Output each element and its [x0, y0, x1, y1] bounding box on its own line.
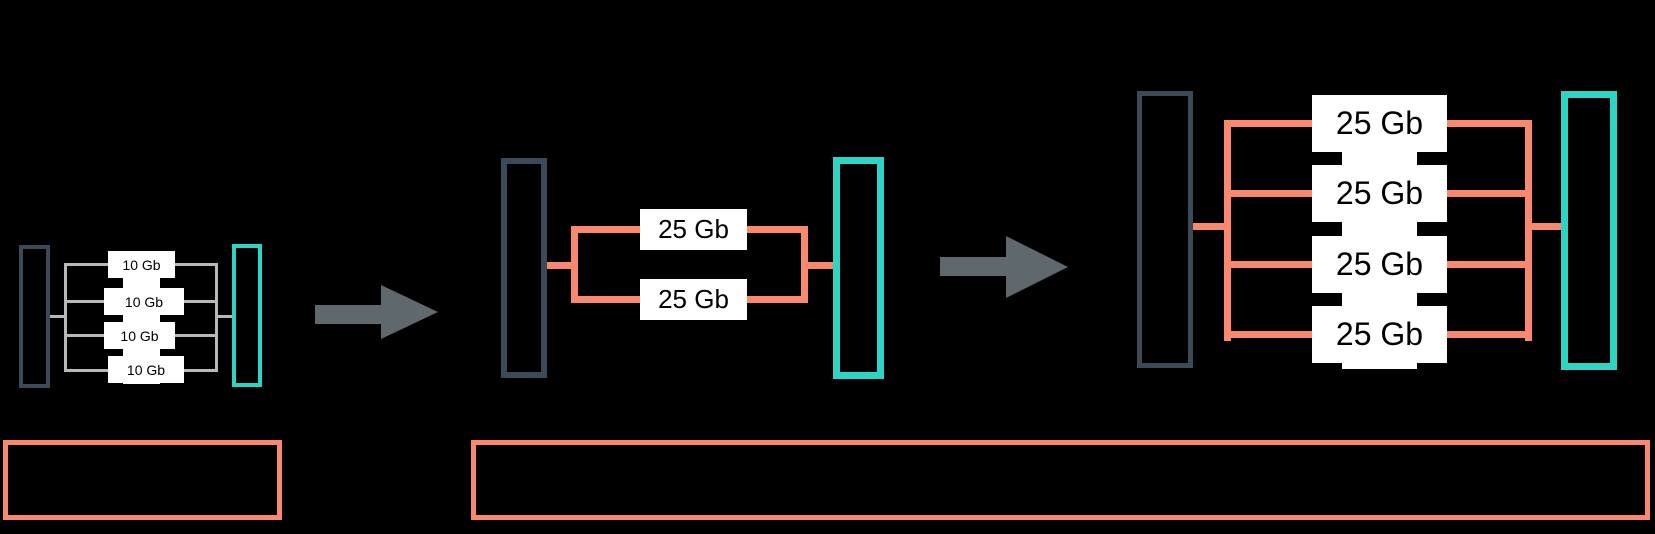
link-label-text: 10 Gb: [122, 256, 161, 273]
link-label-text: 25 Gb: [1335, 246, 1424, 282]
link-label-text: 25 Gb: [658, 214, 729, 244]
dark-node-a: [19, 245, 50, 388]
callout-box-left: [3, 440, 282, 520]
link-label-text: 10 Gb: [120, 327, 159, 344]
teal-node-a: [232, 244, 262, 387]
arrow-head: [381, 285, 438, 339]
dark-node-b: [501, 158, 547, 378]
link-bracket-left: [64, 263, 67, 372]
link-label: 25 Gb: [1312, 236, 1447, 293]
arrow-shaft: [315, 305, 381, 324]
link-label-text: 25 Gb: [1335, 316, 1424, 352]
link-label: 10 Gb: [108, 356, 184, 383]
link-label: 25 Gb: [1312, 95, 1447, 152]
link-stem-left: [547, 262, 571, 269]
link-label-text: 25 Gb: [658, 284, 729, 314]
link-bracket-left: [1224, 120, 1231, 341]
arrow-head: [1006, 236, 1068, 298]
link-stem-left: [1193, 223, 1224, 230]
dark-node-c: [1137, 91, 1193, 368]
link-bracket-right: [215, 263, 218, 372]
link-label-text: 25 Gb: [1335, 175, 1424, 211]
link-bracket-right: [1525, 120, 1532, 341]
link-label-text: 10 Gb: [126, 361, 166, 378]
link-stem-right: [808, 262, 833, 269]
link-stem-right: [1532, 223, 1561, 230]
link-bracket-left: [571, 226, 578, 303]
callout-box-wide: [471, 440, 1650, 520]
link-stem-right: [218, 315, 232, 318]
link-label: 25 Gb: [1312, 306, 1447, 363]
link-label: 10 Gb: [108, 251, 175, 278]
link-label: 10 Gb: [104, 322, 175, 349]
teal-node-b: [833, 157, 884, 379]
link-label-text: 25 Gb: [1335, 105, 1424, 141]
link-label: 25 Gb: [640, 209, 747, 250]
link-label: 10 Gb: [104, 288, 184, 315]
link-label-text: 10 Gb: [124, 293, 164, 310]
teal-node-c: [1561, 91, 1617, 370]
link-label: 25 Gb: [1312, 165, 1447, 222]
link-label: 25 Gb: [640, 279, 747, 320]
link-bracket-right: [801, 226, 808, 303]
link-stem-left: [50, 315, 64, 318]
arrow-shaft: [940, 257, 1006, 276]
